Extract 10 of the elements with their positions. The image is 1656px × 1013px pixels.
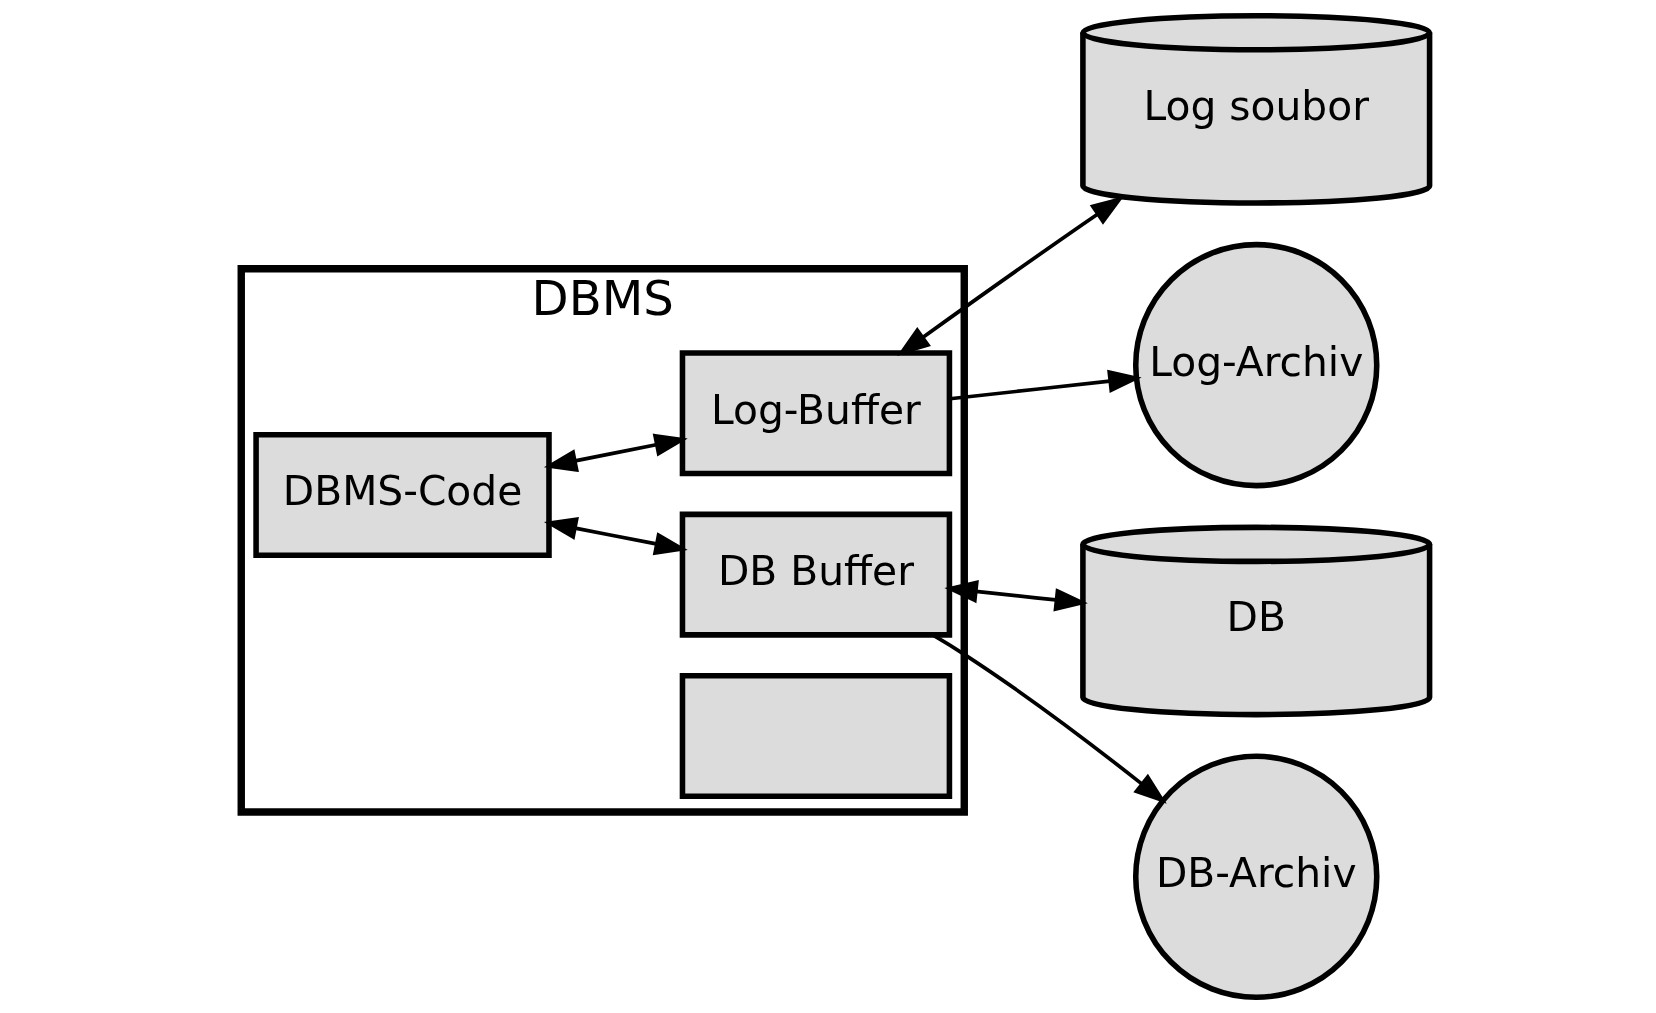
arrow <box>897 196 1124 356</box>
node-circle: Log-Archiv <box>1132 241 1380 489</box>
node-box <box>679 672 953 799</box>
arrow <box>543 516 688 556</box>
arrow <box>944 579 1088 612</box>
node-box: Log-Buffer <box>679 350 953 477</box>
arrow <box>949 369 1142 401</box>
node-box: DB Buffer <box>679 511 953 638</box>
arrow <box>543 433 688 473</box>
node-box: DBMS-Code <box>253 431 552 558</box>
